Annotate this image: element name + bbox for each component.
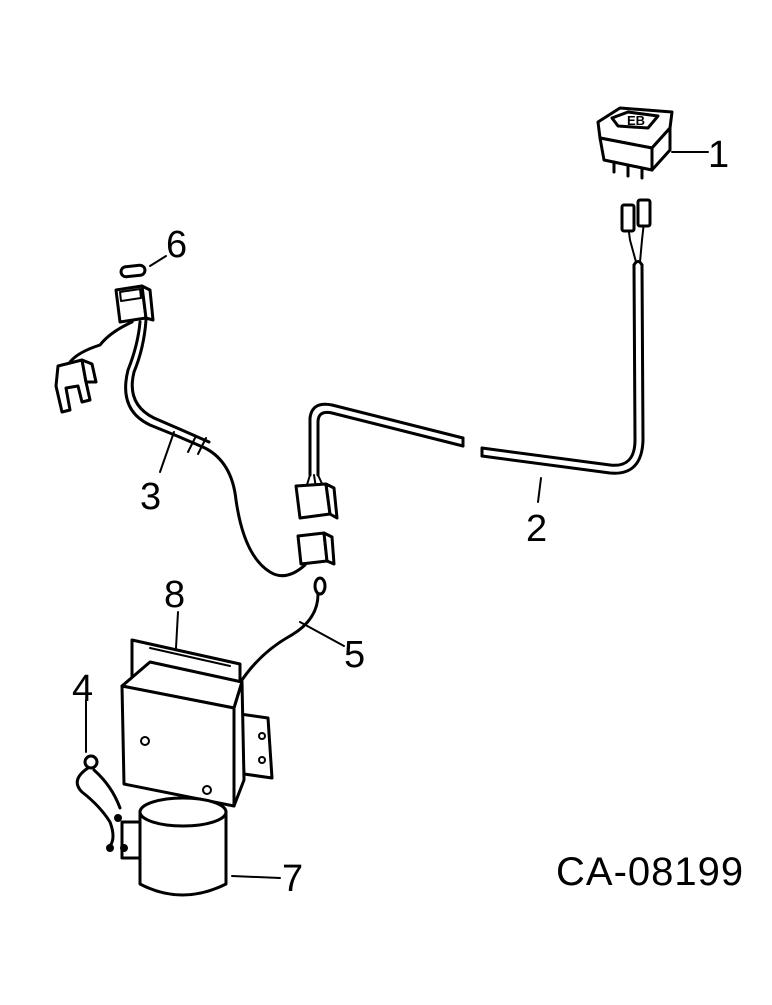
wire-part-5 [236, 576, 345, 688]
callout-7: 7 [282, 858, 304, 900]
ground-wire-part-4 [75, 699, 128, 852]
callout-8: 8 [164, 574, 186, 616]
callout-4: 4 [72, 668, 94, 710]
bracket-part-8 [120, 611, 274, 808]
wire-part-3 [54, 318, 307, 578]
motor-part-7 [120, 796, 281, 897]
callout-1: 1 [708, 134, 730, 176]
callout-2: 2 [526, 508, 548, 550]
harness-part-2 [294, 198, 652, 566]
callout-3: 3 [140, 476, 162, 518]
fuse-part-6 [114, 255, 167, 324]
svg-text:EB: EB [627, 113, 645, 128]
callout-6: 6 [166, 224, 188, 266]
callout-5: 5 [344, 634, 366, 676]
drawing-code: CA-08199 [556, 850, 745, 894]
switch-part-1: EB [596, 106, 709, 180]
